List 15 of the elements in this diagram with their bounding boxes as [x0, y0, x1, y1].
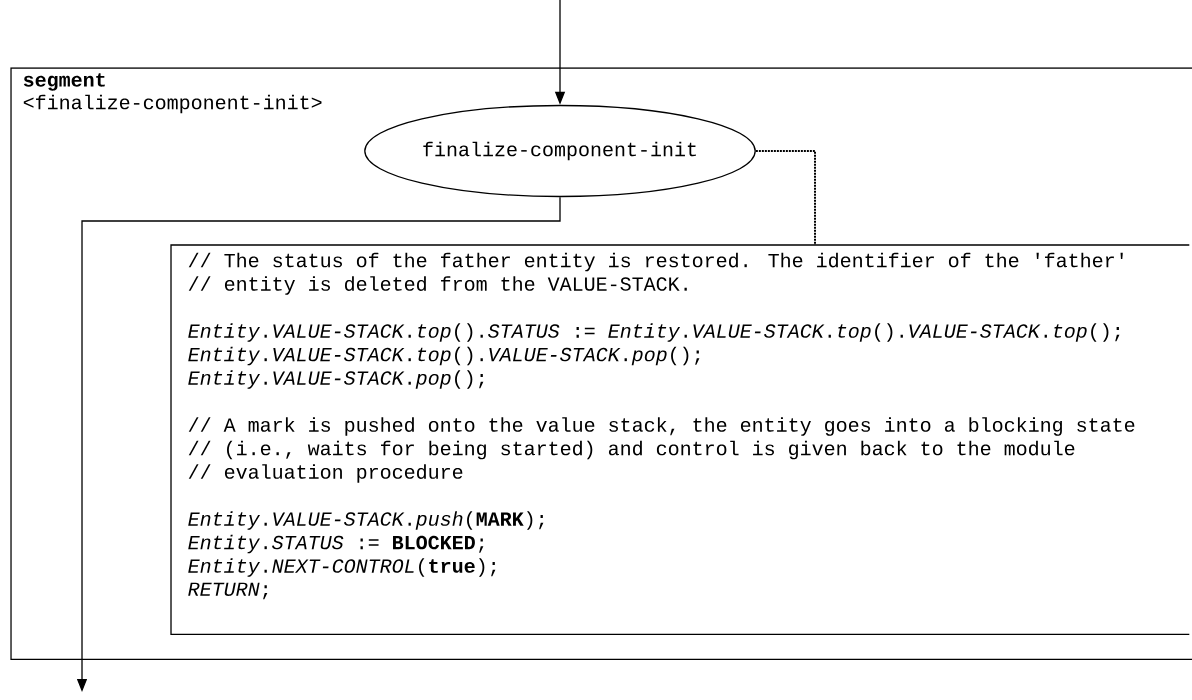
code-line: // entity is deleted from the VALUE-STACK.	[188, 276, 687, 295]
code-line: // A mark is pushed onto the value stack, the entity goes into a blocking state	[188, 417, 1135, 436]
connector-line	[754, 150, 816, 246]
code-line: Entity.VALUE-STACK.push(MARK);	[188, 511, 544, 530]
code-line: Entity.NEXT-CONTROL(true);	[188, 558, 496, 577]
code-line: Entity.VALUE-STACK.top().VALUE-STACK.pop();	[188, 346, 700, 366]
segment-name: <finalize-component-init>	[23, 94, 322, 114]
code-line: Entity.VALUE-STACK.pop();	[188, 370, 484, 389]
code-line: // evaluation procedure	[188, 464, 463, 483]
code-line: RETURN;	[188, 582, 268, 600]
frame-heading: segment	[23, 73, 105, 91]
code-line: Entity.STATUS := BLOCKED;	[188, 534, 484, 554]
code-line: // The status of the father entity is restored. The identifier of the 'father'	[188, 252, 1123, 272]
code-line: Entity.VALUE-STACK.top().STATUS := Entity.VALUE-STACK.top().VALUE-STACK.top();	[188, 323, 1120, 342]
code-line: // (i.e., waits for being started) and control is given back to the module	[188, 440, 1075, 460]
